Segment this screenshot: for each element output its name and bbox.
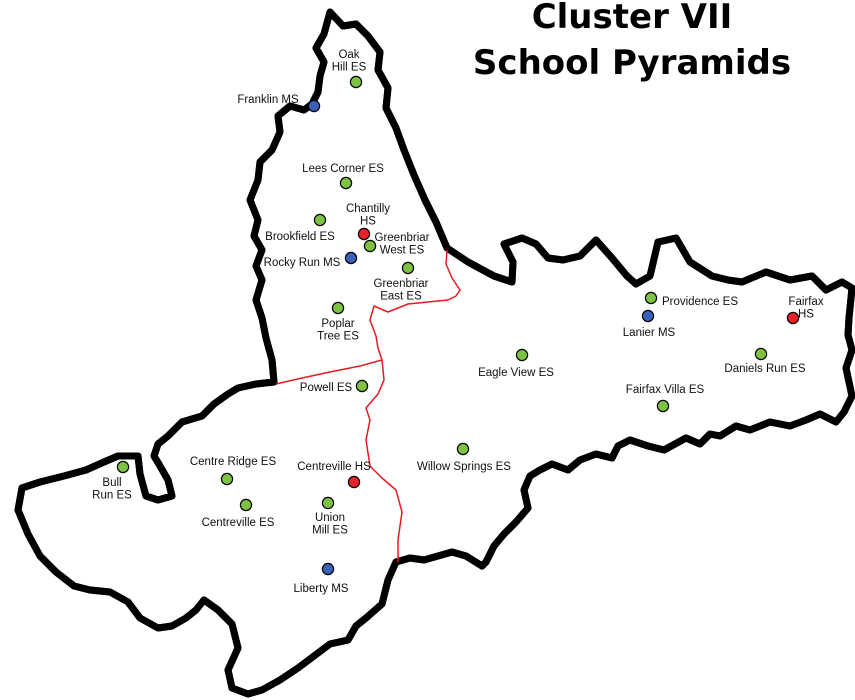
- school-marker-middle-school: [641, 309, 655, 323]
- school-label: Mill ES: [312, 525, 348, 537]
- school-liberty-ms: Liberty MS: [294, 562, 349, 595]
- school-marker-elementary-school: [401, 261, 415, 275]
- school-centreville-es: Centreville ES: [202, 498, 275, 529]
- cluster-boundary: [14, 8, 855, 698]
- school-lees-corner-es: Lees Corner ES: [302, 163, 384, 190]
- cluster-boundary-black: [14, 8, 855, 698]
- school-label: Lanier MS: [623, 327, 676, 339]
- school-label: Run ES: [92, 490, 132, 502]
- school-label: HS: [798, 309, 814, 321]
- school-marker-elementary-school: [656, 399, 670, 413]
- school-providence-es: Providence ES: [644, 291, 738, 308]
- school-fairfax-villa-es: Fairfax Villa ES: [626, 384, 705, 413]
- school-lanier-ms: Lanier MS: [623, 309, 676, 339]
- school-marker-elementary-school: [321, 496, 335, 510]
- school-label: Greenbriar: [375, 232, 430, 244]
- school-label: Greenbriar: [374, 278, 429, 290]
- school-marker-elementary-school: [116, 460, 130, 474]
- school-marker-elementary-school: [331, 301, 345, 315]
- school-label: Chantilly: [346, 203, 390, 215]
- school-rocky-run-ms: Rocky Run MS: [264, 251, 358, 269]
- school-label: Powell ES: [300, 382, 353, 394]
- school-centre-ridge-es: Centre Ridge ES: [190, 456, 277, 486]
- school-label: Lees Corner ES: [302, 163, 384, 175]
- school-label: Franklin MS: [237, 94, 299, 106]
- school-label: HS: [360, 216, 376, 228]
- school-franklin-ms: Franklin MS: [237, 94, 321, 113]
- school-marker-middle-school: [344, 251, 358, 265]
- school-label: Willow Springs ES: [417, 461, 511, 473]
- school-marker-elementary-school: [313, 213, 327, 227]
- map-title-line-2: School Pyramids: [473, 43, 791, 83]
- school-label: Liberty MS: [294, 583, 349, 595]
- cluster-boundary-red: [18, 12, 852, 694]
- pyramid-boundary-centreville: [365, 359, 403, 562]
- school-label: Tree ES: [317, 331, 359, 343]
- school-label: Bull: [102, 477, 121, 489]
- school-marker-high-school: [347, 475, 361, 489]
- school-marker-elementary-school: [363, 239, 377, 253]
- school-marker-elementary-school: [754, 347, 768, 361]
- school-eagle-view-es: Eagle View ES: [478, 348, 554, 379]
- school-centreville-hs: Centreville HS: [297, 461, 371, 489]
- map-title-line-1: Cluster VII: [532, 0, 733, 37]
- school-label: Hill ES: [332, 62, 367, 74]
- school-marker-elementary-school: [456, 442, 470, 456]
- school-marker-elementary-school: [644, 291, 658, 305]
- school-marker-elementary-school: [515, 348, 529, 362]
- school-marker-elementary-school: [355, 379, 369, 393]
- school-label: Fairfax Villa ES: [626, 384, 705, 396]
- school-daniels-run-es: Daniels Run ES: [724, 347, 806, 375]
- school-label: Centreville HS: [297, 461, 371, 473]
- school-marker-high-school: [357, 227, 371, 241]
- school-marker-elementary-school: [220, 472, 234, 486]
- school-marker-middle-school: [307, 99, 321, 113]
- school-label: Daniels Run ES: [724, 363, 806, 375]
- school-label: Providence ES: [662, 296, 738, 308]
- school-willow-springs-es: Willow Springs ES: [417, 442, 511, 473]
- school-label: Oak: [338, 49, 359, 61]
- school-powell-es: Powell ES: [300, 379, 369, 394]
- school-marker-high-school: [786, 311, 800, 325]
- school-label: Eagle View ES: [478, 367, 554, 379]
- school-label: West ES: [380, 245, 425, 257]
- school-label: Rocky Run MS: [264, 257, 341, 269]
- school-marker-middle-school: [321, 562, 335, 576]
- school-marker-elementary-school: [339, 176, 353, 190]
- school-label: Centreville ES: [202, 517, 275, 529]
- school-label: Union: [315, 512, 345, 524]
- school-label: East ES: [380, 291, 422, 303]
- school-marker-elementary-school: [239, 498, 253, 512]
- school-marker-elementary-school: [349, 75, 363, 89]
- school-label: Poplar: [321, 318, 354, 330]
- school-label: Fairfax: [788, 296, 823, 308]
- pyramid-boundary-chantilly: [275, 249, 461, 385]
- school-label: Centre Ridge ES: [190, 456, 277, 468]
- school-brookfield-es: Brookfield ES: [265, 213, 335, 243]
- school-label: Brookfield ES: [265, 231, 335, 243]
